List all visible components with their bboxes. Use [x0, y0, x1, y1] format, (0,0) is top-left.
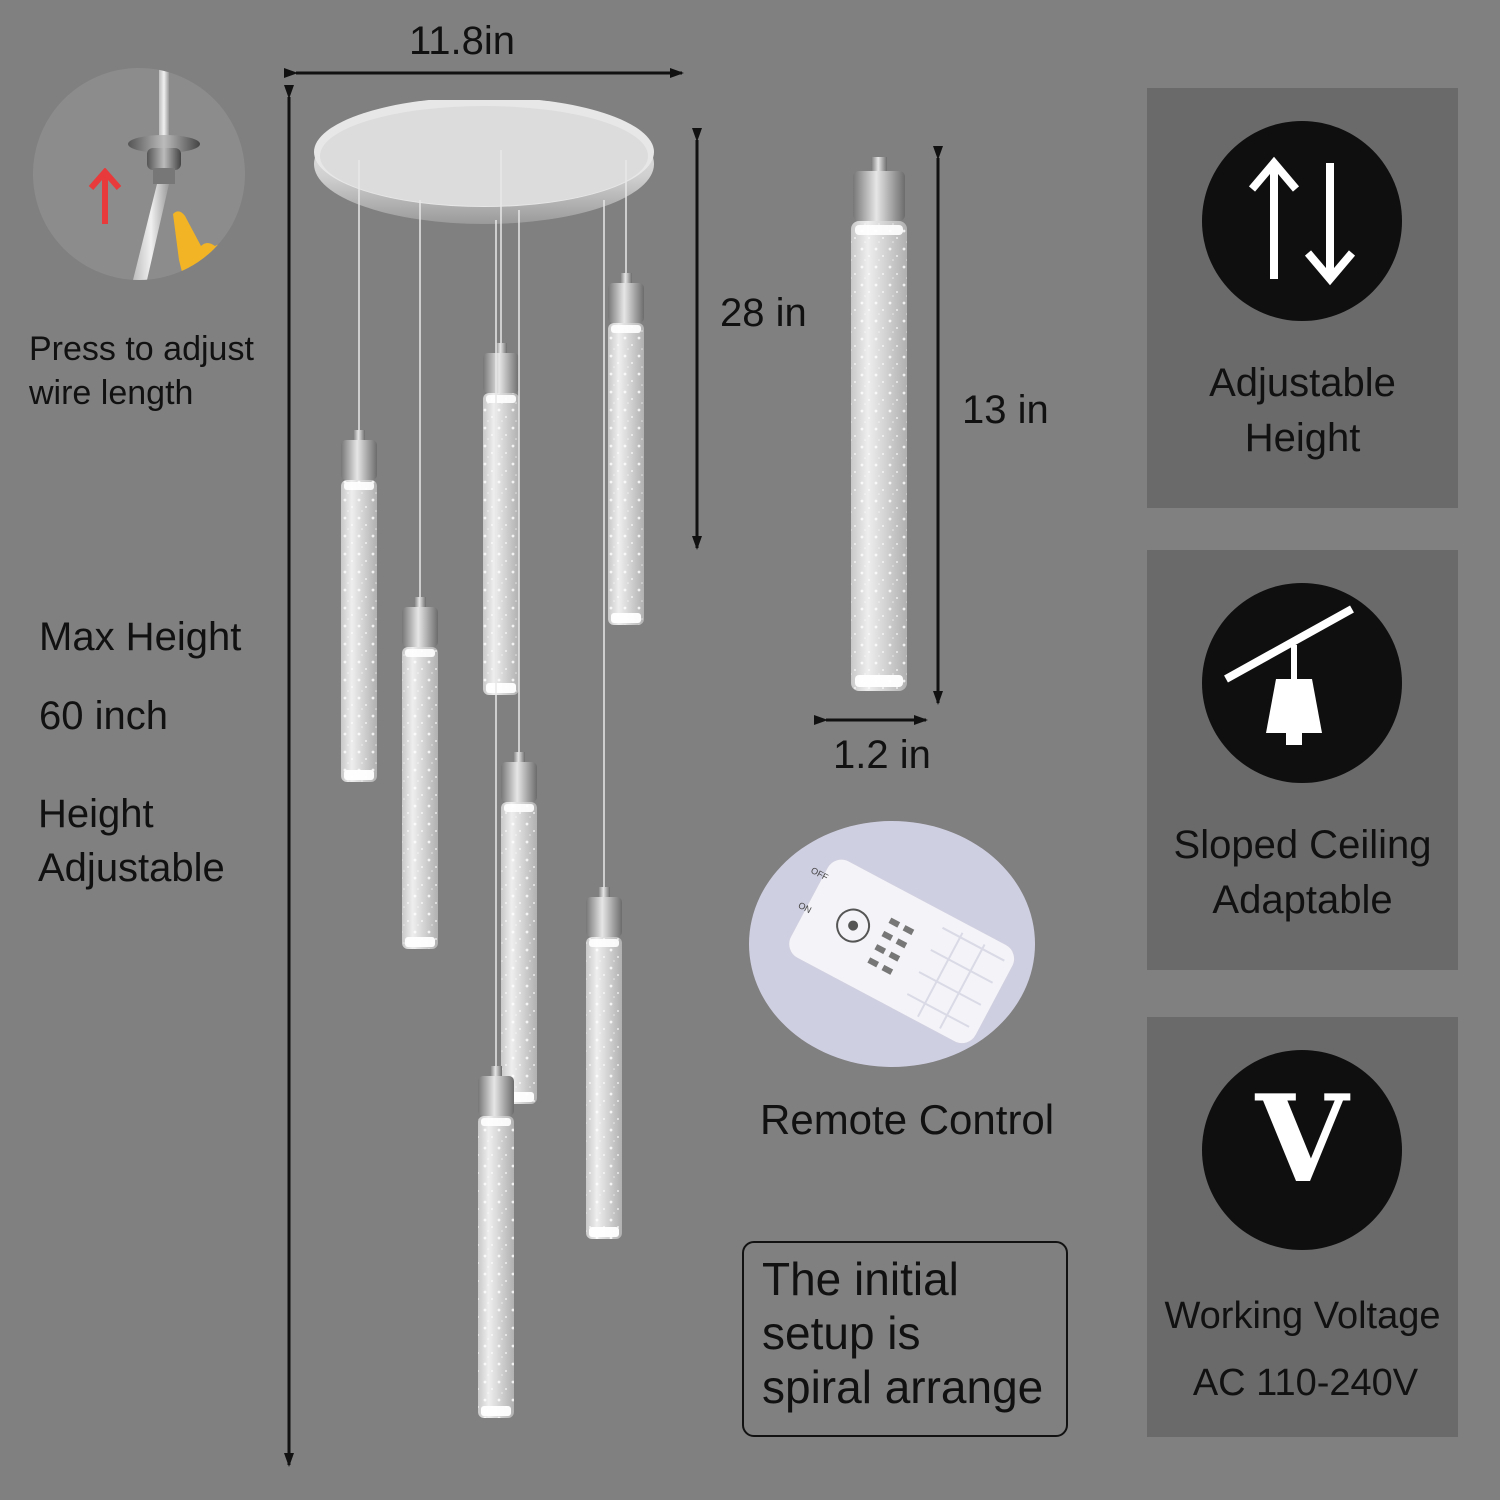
tube-height-label: 13 in: [962, 388, 1049, 432]
width-label: 11.8in: [409, 19, 516, 63]
pointing-hand-icon: [173, 211, 235, 280]
pendant-light: [608, 160, 644, 625]
press-adjust-text: Press to adjust wire length: [29, 327, 254, 415]
tube-width-label: 1.2 in: [833, 733, 931, 777]
press-adjust-line-1: Press to adjust: [29, 330, 254, 368]
feature-subtitle: Adaptable: [1212, 878, 1393, 923]
feature-panel-sloped-ceiling: Sloped Ceiling Adaptable: [1147, 550, 1458, 970]
icon-circle: [1202, 121, 1402, 321]
max-height-label: Max Height: [39, 615, 242, 659]
spiral-setup-note: The initial setup is spiral arrange: [742, 1241, 1068, 1437]
height-adjustable-line-1: Height: [38, 792, 154, 836]
feature-panel-working-voltage: V Working Voltage AC 110-240V: [1147, 1017, 1458, 1437]
feature-text: Working Voltage AC 110-240V: [1147, 1283, 1458, 1416]
feature-title: Working Voltage: [1164, 1295, 1441, 1337]
max-height-value: 60 inch: [39, 694, 168, 738]
icon-circle: V: [1202, 1050, 1402, 1250]
press-adjust-line-2: wire length: [29, 374, 194, 413]
feature-text: Adjustable Height: [1147, 356, 1458, 466]
wire-adjust-illustration: [128, 68, 200, 280]
note-line-1: The initial: [762, 1253, 959, 1305]
pendant-light: [478, 220, 514, 1418]
note-line-3: spiral arrange: [762, 1360, 1044, 1413]
remote-control-image: OFF ON: [749, 821, 1035, 1067]
wire-adjust-detail: [33, 68, 245, 280]
icon-circle: [1202, 583, 1402, 783]
remote-control-illustration: OFF ON: [788, 858, 1016, 1045]
feature-subtitle: Height: [1244, 416, 1361, 461]
up-down-arrows-icon: [1248, 156, 1356, 286]
chandelier-illustration: [314, 100, 654, 1418]
remote-control-label: Remote Control: [760, 1096, 1055, 1143]
red-up-arrow-icon: [88, 168, 122, 224]
pendant-light: [341, 160, 377, 782]
single-tube-detail: [851, 157, 907, 691]
pendant-light: [402, 200, 438, 949]
drop-length-label: 28 in: [720, 291, 807, 335]
height-adjustable-text: Height Adjustable: [38, 787, 225, 895]
pendant-light: [483, 150, 519, 695]
feature-title: Adjustable: [1209, 361, 1396, 405]
note-line-2: setup is: [762, 1306, 921, 1359]
pendant-light: [586, 200, 622, 1239]
feature-subtitle: AC 110-240V: [1192, 1361, 1419, 1404]
height-adjustable-line-2: Adjustable: [38, 846, 225, 890]
feature-text: Sloped Ceiling Adaptable: [1147, 818, 1458, 928]
sloped-ceiling-pendant-icon: [1224, 605, 1354, 745]
pendant-light: [501, 210, 537, 1104]
feature-panel-adjustable-height: Adjustable Height: [1147, 88, 1458, 508]
feature-title: Sloped Ceiling: [1173, 823, 1432, 867]
voltage-v-icon: V: [1255, 1069, 1349, 1210]
